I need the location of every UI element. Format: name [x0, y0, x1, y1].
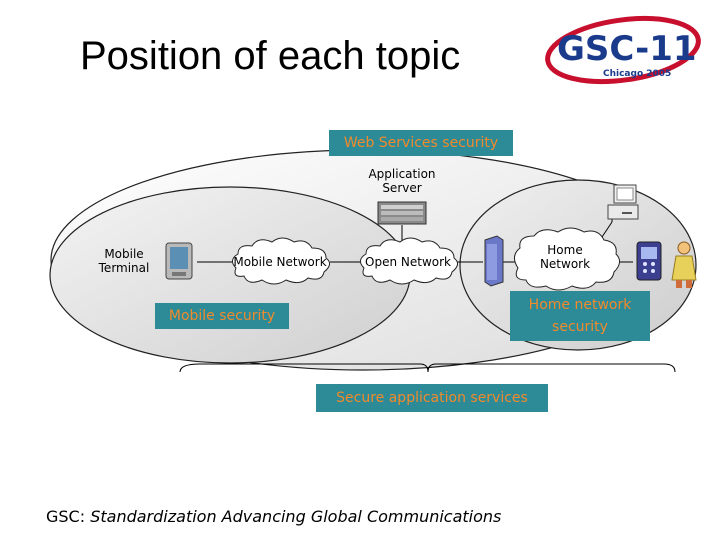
- secure-application-services-box: Secure application services: [316, 384, 548, 412]
- footer: GSC: Standardization Advancing Global Co…: [46, 507, 501, 526]
- slide-title: Position of each topic: [80, 34, 461, 78]
- home-network-security-box: Home network security: [510, 291, 650, 341]
- server-icon: [377, 201, 427, 225]
- mobile-terminal-label: Mobile Terminal: [98, 247, 150, 275]
- pda-icon: [165, 242, 193, 280]
- mobile-network-label: Mobile Network: [233, 255, 327, 269]
- pc-icon: [607, 184, 639, 220]
- home-network-label: Home Network: [539, 243, 591, 271]
- home-network-security-line1: Home network: [528, 297, 632, 313]
- application-server-label: Application Server: [368, 167, 436, 195]
- mobile-security-box: Mobile security: [155, 303, 289, 329]
- person-icon: [671, 241, 697, 288]
- open-network-cloud: [360, 237, 458, 285]
- mobile-ellipse: [49, 186, 411, 364]
- bracket: [179, 363, 676, 373]
- logo-subtitle: Chicago 2005: [603, 69, 671, 79]
- home-network-cloud: [514, 227, 620, 291]
- open-network-label: Open Network: [365, 255, 451, 269]
- footer-prefix: GSC:: [46, 507, 86, 526]
- logo-text: GSC-11: [557, 29, 697, 69]
- web-services-security-box: Web Services security: [329, 130, 513, 156]
- home-gateway-icon: [484, 235, 504, 287]
- home-network-security-line2: security: [552, 319, 608, 335]
- gsc-11-logo: GSC-11 Chicago 2005: [545, 15, 701, 85]
- mobile-network-cloud: [232, 237, 330, 285]
- footer-tagline: Standardization Advancing Global Communi…: [90, 507, 502, 526]
- mobile-phone-icon: [636, 241, 662, 281]
